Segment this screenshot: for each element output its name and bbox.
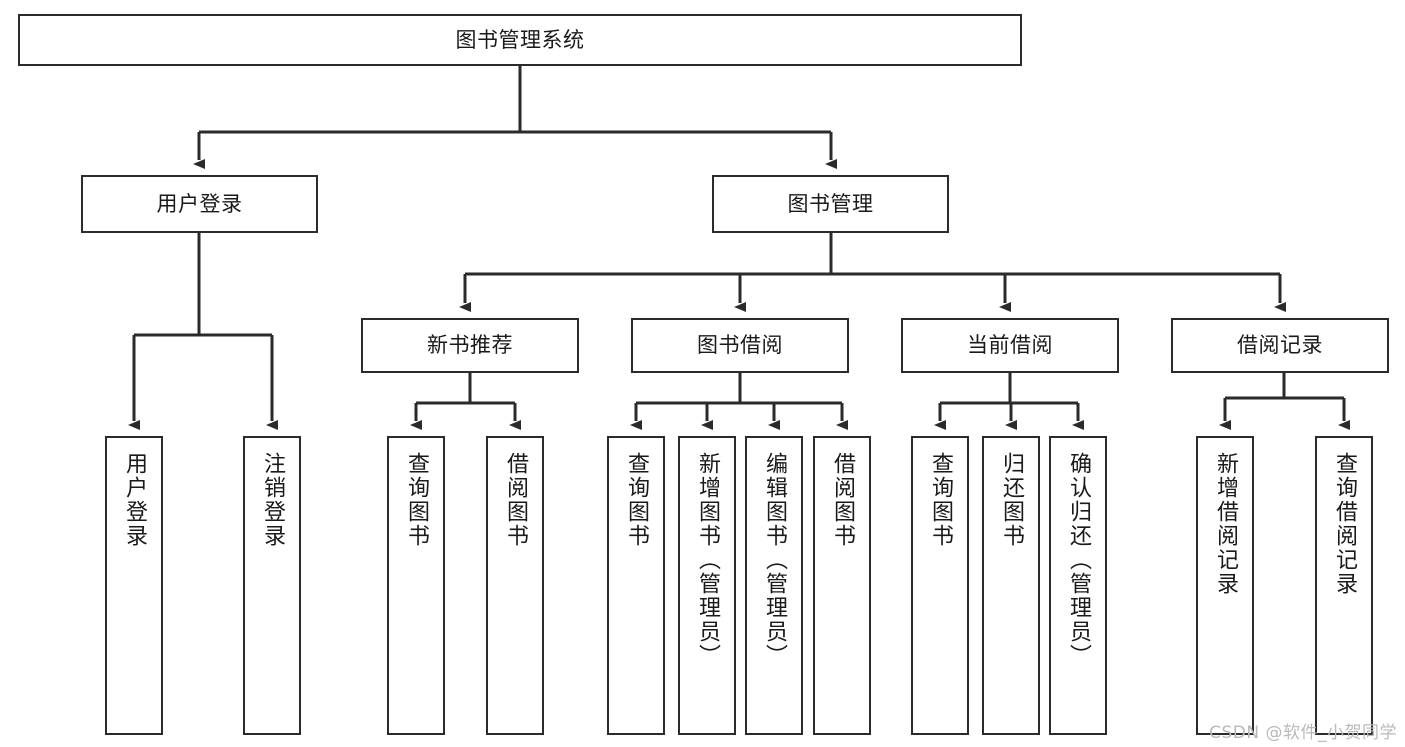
leaf-borrow-borrow-book-label: 借阅图书 — [830, 452, 855, 548]
leaf-current-return-book-label: 归还图书 — [999, 452, 1024, 548]
leaf-record-query[interactable]: 查询借阅记录 — [1315, 436, 1373, 735]
node-new-book-rec-label: 新书推荐 — [427, 333, 513, 358]
node-borrow-record[interactable]: 借阅记录 — [1171, 318, 1389, 373]
leaf-borrow-query-book-label: 查询图书 — [624, 452, 649, 548]
node-current-borrow-label: 当前借阅 — [967, 333, 1053, 358]
node-book-manage-label: 图书管理 — [787, 191, 874, 216]
leaf-rec-query-book[interactable]: 查询图书 — [387, 436, 445, 735]
node-new-book-rec[interactable]: 新书推荐 — [361, 318, 579, 373]
leaf-user-logout[interactable]: 注销登录 — [243, 436, 301, 735]
leaf-record-add-label: 新增借阅记录 — [1213, 452, 1238, 596]
leaf-user-logout-label: 注销登录 — [260, 452, 285, 548]
node-book-borrow[interactable]: 图书借阅 — [631, 318, 849, 373]
node-borrow-record-label: 借阅记录 — [1237, 333, 1323, 358]
leaf-borrow-add-book[interactable]: 新增图书（管理员） — [678, 436, 736, 735]
node-user-login-label: 用户登录 — [156, 191, 243, 216]
leaf-current-query-book-label: 查询图书 — [928, 452, 953, 548]
leaf-record-add[interactable]: 新增借阅记录 — [1196, 436, 1254, 735]
node-root[interactable]: 图书管理系统 — [18, 14, 1022, 66]
csdn-watermark: CSDN @软件_小贺同学 — [1209, 723, 1397, 743]
leaf-current-query-book[interactable]: 查询图书 — [911, 436, 969, 735]
node-current-borrow[interactable]: 当前借阅 — [901, 318, 1119, 373]
leaf-user-login-label: 用户登录 — [122, 452, 147, 548]
leaf-current-confirm-return-label: 确认归还（管理员） — [1066, 452, 1091, 668]
node-user-login[interactable]: 用户登录 — [81, 175, 318, 233]
leaf-rec-borrow-book-label: 借阅图书 — [503, 452, 528, 548]
leaf-current-confirm-return[interactable]: 确认归还（管理员） — [1049, 436, 1107, 735]
node-root-label: 图书管理系统 — [455, 27, 585, 52]
node-book-manage[interactable]: 图书管理 — [712, 175, 949, 233]
leaf-current-return-book[interactable]: 归还图书 — [982, 436, 1040, 735]
leaf-rec-query-book-label: 查询图书 — [404, 452, 429, 548]
leaf-record-query-label: 查询借阅记录 — [1332, 452, 1357, 596]
leaf-borrow-edit-book-label: 编辑图书（管理员） — [762, 452, 787, 668]
node-book-borrow-label: 图书借阅 — [697, 333, 783, 358]
leaf-user-login[interactable]: 用户登录 — [105, 436, 163, 735]
leaf-borrow-edit-book[interactable]: 编辑图书（管理员） — [745, 436, 803, 735]
leaf-borrow-borrow-book[interactable]: 借阅图书 — [813, 436, 871, 735]
leaf-rec-borrow-book[interactable]: 借阅图书 — [486, 436, 544, 735]
leaf-borrow-add-book-label: 新增图书（管理员） — [695, 452, 720, 668]
leaf-borrow-query-book[interactable]: 查询图书 — [607, 436, 665, 735]
